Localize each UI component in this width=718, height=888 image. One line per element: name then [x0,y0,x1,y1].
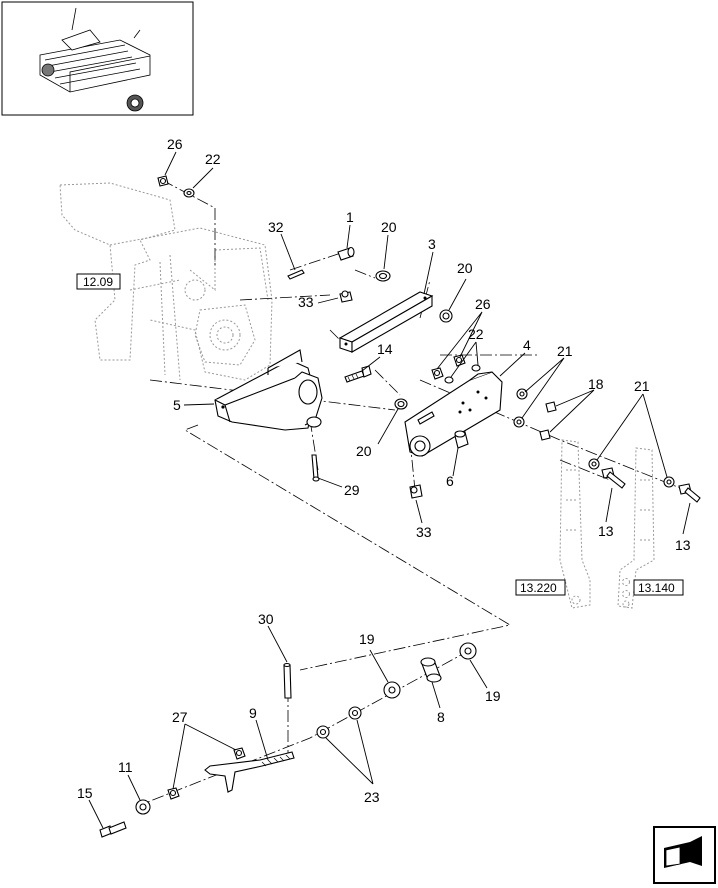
part-33-grease-fitting-top [339,290,353,303]
callout-27: 27 [172,709,188,725]
callout-21-lower: 21 [634,378,650,394]
callout-8: 8 [437,709,445,725]
callout-30: 30 [258,611,274,627]
callout-20-right: 20 [457,260,473,276]
callout-4: 4 [523,337,531,353]
part-20-washer-right [439,309,453,323]
part-20-washer-middle [394,398,408,410]
part-21-washer-d [663,476,675,488]
part-20-washer-top [375,270,391,282]
callout-15: 15 [77,785,93,801]
part-26-nut-upper [431,367,444,380]
part-21-washer-c [588,458,600,470]
leader-lines [88,151,691,829]
part-18-nut-b [539,429,551,441]
part-30-pin [283,662,292,699]
frame-phantom-outline [59,182,273,381]
part-11-washer [135,799,151,815]
part-33-grease-fitting-bottom [409,484,423,499]
part-26-nut-lower [453,354,466,367]
callout-33-top: 33 [298,294,314,310]
reference-label-12-09: 12.09 [83,275,113,289]
link-phantom-13220 [559,439,591,609]
callout-26-center: 26 [475,296,491,312]
part-21-washer-b [513,416,525,428]
callout-20-middle: 20 [356,443,372,459]
part-27-nut-upper [233,747,246,760]
part-27-nut-lower [167,787,180,800]
reference-box-13-220[interactable]: 13.220 [515,579,566,596]
callout-3: 3 [428,236,436,252]
callout-19-upper: 19 [359,631,375,647]
part-13-bolt-right [678,483,701,503]
part-21-washer-a [516,388,528,400]
part-32-cotter-pin [287,269,305,280]
callout-23: 23 [364,789,380,805]
part-19-washer-a [383,681,401,699]
machine-overview-thumbnail [1,1,194,116]
part-6-bushing [454,430,469,449]
part-26-nut-top [157,175,169,187]
link-phantom-13140 [617,447,655,609]
part-13-bolt-left [601,467,626,489]
callout-13-left: 13 [598,523,614,539]
callout-33-bottom: 33 [416,524,432,540]
part-4-plate [404,371,503,457]
part-18-nut-a [545,401,557,413]
part-8-spacer [420,657,442,683]
part-14-bolt [344,365,372,383]
part-22-washer-top [183,188,195,198]
part-22-washer-b [471,364,481,372]
callout-29: 29 [344,482,360,498]
callout-9: 9 [249,705,257,721]
part-23-washer-b [348,706,362,720]
callout-19-right: 19 [485,688,501,704]
callout-13-right: 13 [675,537,691,553]
callout-21-upper: 21 [557,343,573,359]
callout-22-center: 22 [468,326,484,342]
callout-5: 5 [173,397,181,413]
callout-11: 11 [118,759,133,775]
part-5-bracket [214,349,323,431]
reference-label-13-220: 13.220 [520,581,557,595]
next-page-arrow-icon[interactable] [653,826,716,884]
callout-20-top: 20 [381,219,397,235]
reference-label-13-140: 13.140 [638,581,675,595]
callout-26-top: 26 [167,136,183,152]
callout-labels: 26 22 32 1 20 3 20 33 26 22 4 21 14 18 2… [77,136,691,805]
reference-box-13-140[interactable]: 13.140 [633,579,684,596]
callout-14: 14 [377,341,393,357]
part-9-rod [204,751,295,793]
part-1-pin [337,246,355,261]
callout-6: 6 [446,473,454,489]
part-3-bar [338,291,434,353]
callout-22-top: 22 [205,151,221,167]
part-23-washer-a [316,725,330,739]
reference-box-12-09[interactable]: 12.09 [76,273,121,290]
part-29-pin [311,454,320,482]
part-22-washer-a [444,376,454,384]
part-15-bolt [99,821,127,838]
part-19-washer-b [459,642,477,660]
callout-32: 32 [268,219,284,235]
callout-1: 1 [346,209,354,225]
callout-18: 18 [588,376,604,392]
